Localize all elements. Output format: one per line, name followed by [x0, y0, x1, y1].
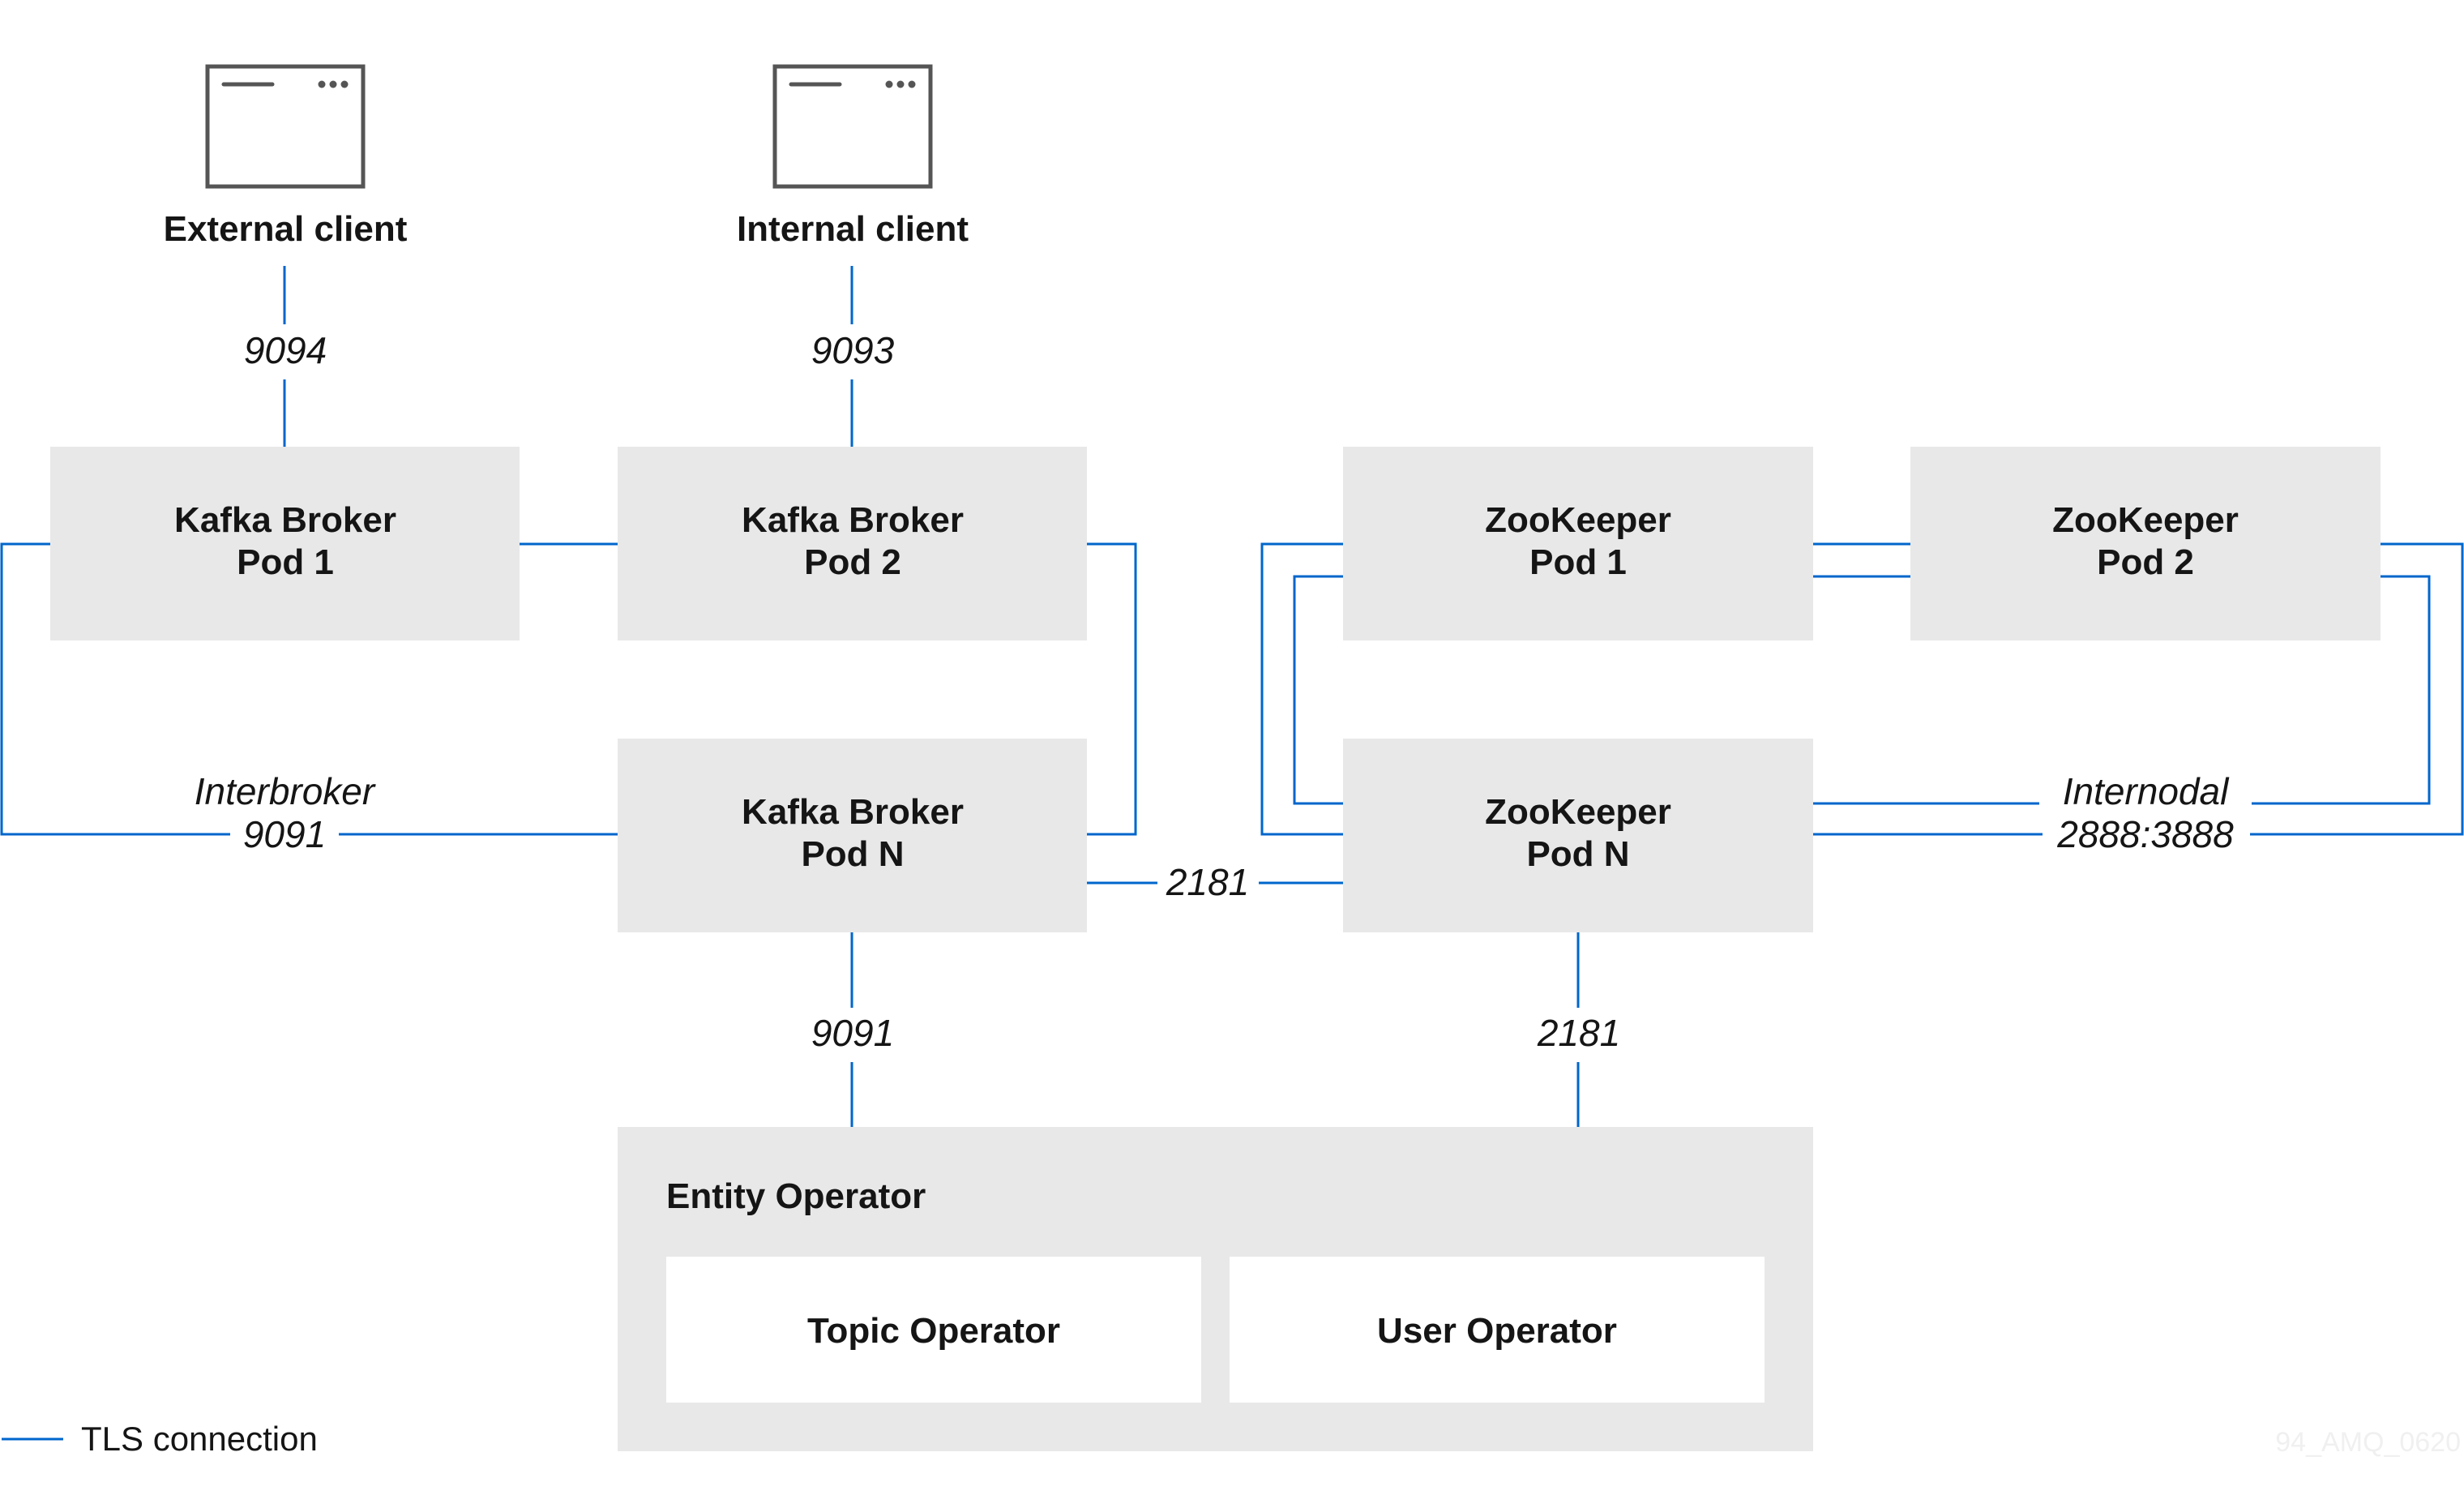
kafka-broker-pod-1: Kafka Broker Pod 1 — [50, 447, 520, 640]
kafka-pod1-title: Kafka Broker — [174, 500, 396, 540]
kafka-broker-pod-n: Kafka Broker Pod N — [618, 739, 1087, 932]
conn-zk-pod1-podn-inner — [1293, 575, 1343, 805]
kafka-broker-pod-2: Kafka Broker Pod 2 — [618, 447, 1087, 640]
conn-internodal-inner-right — [2252, 575, 2431, 805]
conn-kafka-pod2-podn — [1087, 542, 1137, 836]
entity-operator-title: Entity Operator — [666, 1176, 926, 1216]
browser-window-icon — [772, 64, 933, 189]
entity-operator: Entity Operator Topic Operator User Oper… — [618, 1127, 1813, 1451]
port-label-internal: 9093 — [811, 329, 895, 371]
zookeeper-pod-n: ZooKeeper Pod N — [1343, 739, 1813, 932]
conn-interbroker-left — [0, 542, 230, 836]
user-operator-label: User Operator — [1377, 1311, 1617, 1351]
kafka-podn-subtitle: Pod N — [801, 834, 904, 874]
conn-zk-pod1-podn-outer — [1260, 542, 1343, 836]
port-label-external: 9094 — [244, 329, 327, 371]
figure-code: 94_AMQ_0620 — [2275, 1427, 2461, 1458]
zk-podn-title: ZooKeeper — [1485, 792, 1671, 832]
zookeeper-client-port-label: 2181 — [1166, 861, 1249, 903]
topic-operator-label: Topic Operator — [807, 1311, 1060, 1351]
conn-internodal-outer-right — [2250, 542, 2464, 836]
external-client: External client — [164, 64, 408, 249]
zookeeper-pod-1: ZooKeeper Pod 1 — [1343, 447, 1813, 640]
user-operator: User Operator — [1230, 1257, 1765, 1403]
kafka-pod1-subtitle: Pod 1 — [237, 542, 334, 582]
connections — [0, 266, 2464, 1127]
topic-operator: Topic Operator — [666, 1257, 1201, 1403]
kafka-podn-title: Kafka Broker — [742, 792, 964, 832]
operator-zookeeper-port-label: 2181 — [1537, 1012, 1620, 1054]
kafka-pod2-subtitle: Pod 2 — [804, 542, 901, 582]
interbroker-port-label: 9091 — [243, 813, 326, 855]
zookeeper-pod-2: ZooKeeper Pod 2 — [1910, 447, 2381, 640]
interbroker-label: Interbroker — [195, 770, 376, 812]
zk-podn-subtitle: Pod N — [1526, 834, 1629, 874]
internodal-label: Internodal — [2063, 770, 2230, 812]
internal-client: Internal client — [737, 64, 969, 249]
browser-window-icon — [205, 64, 366, 189]
zk-pod1-subtitle: Pod 1 — [1529, 542, 1627, 582]
internal-client-label: Internal client — [737, 209, 969, 249]
legend: TLS connection — [2, 1420, 318, 1458]
kafka-pod2-title: Kafka Broker — [742, 500, 964, 540]
zk-pod1-title: ZooKeeper — [1485, 500, 1671, 540]
zk-pod2-title: ZooKeeper — [2052, 500, 2239, 540]
operator-kafka-port-label: 9091 — [811, 1012, 894, 1054]
legend-label: TLS connection — [81, 1420, 318, 1458]
external-client-label: External client — [164, 209, 408, 249]
internodal-port-label: 2888:3888 — [2056, 813, 2234, 855]
zk-pod2-subtitle: Pod 2 — [2097, 542, 2194, 582]
